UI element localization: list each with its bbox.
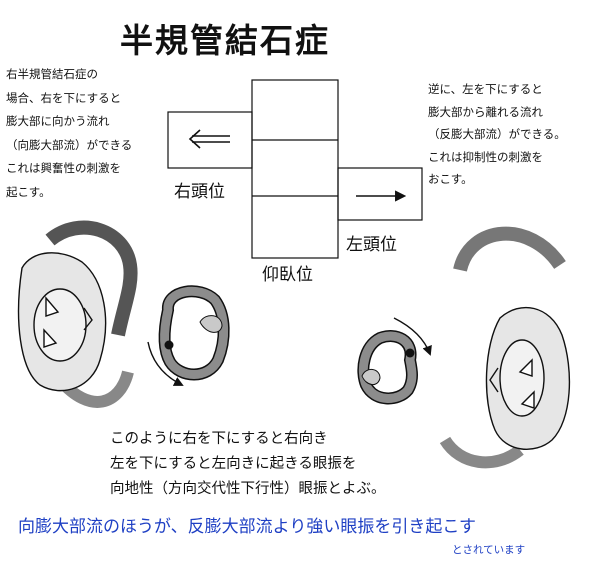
footnote-text: とされています — [452, 544, 526, 556]
conclusion-text: 向膨大部流のほうが、反膨大部流より強い眼振を引き起こす — [18, 517, 476, 537]
label-left-head-position: 左頭位 — [346, 235, 397, 255]
right-lower-arc — [439, 436, 524, 469]
left-canal-ring-fill — [160, 286, 229, 379]
right-ampulla — [361, 369, 381, 385]
label-right-head-position: 右頭位 — [174, 182, 225, 202]
right-canal-ring-fill — [358, 331, 417, 403]
right-eye-icon — [518, 358, 533, 377]
right-canal-arc — [453, 226, 566, 273]
position-cross-diagram — [167, 79, 423, 259]
left-canal-inset — [147, 285, 230, 386]
right-eye-icon-2 — [520, 390, 535, 409]
left-ampulla — [199, 315, 223, 333]
left-head-illustration — [17, 220, 138, 408]
right-canal-inset — [357, 317, 432, 405]
page-title: 半規管結石症 — [120, 21, 330, 60]
left-face-region — [33, 288, 87, 362]
left-head-box — [337, 167, 423, 221]
left-double-arrow-icon — [188, 129, 230, 149]
left-otolith-dot — [164, 340, 174, 350]
left-eye-icon — [45, 296, 60, 317]
left-flow-arrow-icon — [147, 341, 184, 386]
left-canal-arc — [45, 220, 138, 337]
right-explanation-text: 逆に、左を下にすると 膨大部から離れる流れ （反膨大部流）ができる。 これは抑制… — [428, 82, 566, 187]
left-explanation-text: 右半規管結石症の 場合、右を下にすると 膨大部に向かう流れ （向膨大部流）ができ… — [6, 67, 133, 199]
left-nose-shape — [83, 307, 93, 331]
right-otolith-dot — [405, 348, 415, 358]
right-head-box — [167, 111, 253, 169]
label-supine-position: 仰臥位 — [262, 265, 313, 285]
right-nose-shape — [489, 367, 499, 393]
left-eye-icon-2 — [43, 328, 58, 348]
right-flow-arrow-icon — [393, 317, 432, 356]
supine-column-box — [251, 79, 339, 259]
summary-text: このように右を下にすると右向き 左を下にすると左向きに起きる眼振を 向地性（方向… — [110, 431, 386, 497]
right-head-illustration — [439, 226, 571, 469]
